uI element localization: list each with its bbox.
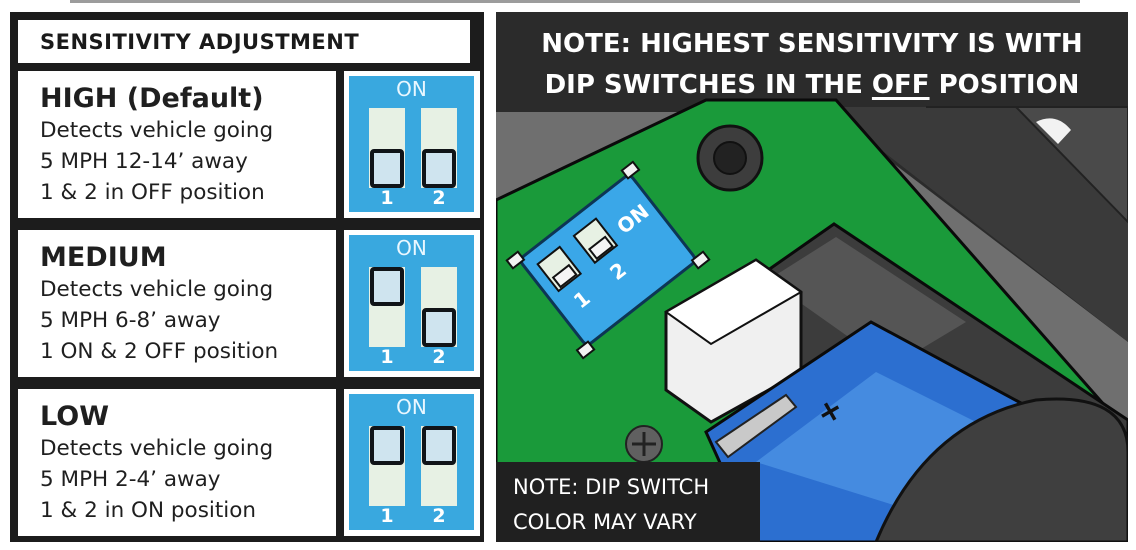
switch-1-knob	[370, 267, 404, 306]
on-label: ON	[396, 77, 427, 101]
switch-2-knob	[422, 149, 456, 188]
dip-knob-2	[587, 235, 614, 261]
level-line: Detects vehicle going	[40, 118, 274, 143]
level-name: HIGH (Default)	[40, 83, 264, 114]
sensitivity-note: NOTE: HIGHEST SENSITIVITY IS WITH DIP SW…	[496, 24, 1128, 106]
switch-2-number: 2	[432, 505, 446, 527]
note-emphasis-off: OFF	[871, 70, 930, 100]
switch-2-knob	[422, 308, 456, 347]
housing-upper-right	[826, 107, 1128, 342]
switch-2-number: 2	[432, 187, 446, 209]
level-low-description: LOW Detects vehicle going 5 MPH 2-4’ awa…	[18, 389, 336, 536]
connector-top	[664, 258, 803, 346]
dip-switch-body: ON 1 2	[349, 235, 474, 371]
note-line-2: DIP SWITCHES IN THE OFF POSITION	[496, 65, 1128, 106]
level-medium-description: MEDIUM Detects vehicle going 5 MPH 6-8’ …	[18, 230, 336, 377]
switch-2-slot	[421, 267, 457, 347]
sensitivity-panel: SENSITIVITY ADJUSTMENT HIGH (Default) De…	[10, 12, 484, 542]
level-line: 1 & 2 in ON position	[40, 498, 257, 523]
switch-1-number: 1	[380, 505, 394, 527]
mounting-hole-inner	[713, 141, 747, 175]
level-high-description: HIGH (Default) Detects vehicle going 5 M…	[18, 71, 336, 218]
dip-body	[519, 174, 697, 346]
switch-1-slot	[369, 426, 405, 506]
switch-1-number: 1	[380, 346, 394, 368]
dip-switch-diagram-high: ON 1 2	[344, 71, 480, 218]
color-note-line-1: NOTE: DIP SWITCH	[513, 475, 710, 499]
switch-1-knob	[370, 426, 404, 465]
dip-switch-diagram-low: ON 1 2	[344, 389, 480, 536]
dial-knob	[874, 397, 1128, 542]
switch-2-slot	[421, 426, 457, 506]
battery-clip	[714, 393, 798, 459]
color-note-line-2: COLOR MAY VARY	[513, 510, 697, 534]
dip-switch-body: ON 1 2	[349, 394, 474, 530]
dip-knob-1	[551, 263, 578, 289]
note-line-2-start: DIP SWITCHES IN THE	[544, 70, 872, 100]
note-line-1: NOTE: HIGHEST SENSITIVITY IS WITH	[541, 29, 1083, 59]
panel-title: SENSITIVITY ADJUSTMENT	[18, 20, 470, 63]
level-line: Detects vehicle going	[40, 277, 274, 302]
dip-pin	[505, 250, 526, 270]
dip-pin	[575, 340, 596, 360]
level-line: Detects vehicle going	[40, 436, 274, 461]
housing-rim	[926, 106, 1128, 224]
device-drawing: + ON 1 2	[496, 12, 1128, 542]
dip-pin	[620, 160, 641, 180]
switch-2-slot	[421, 108, 457, 188]
housing-highlight	[1036, 118, 1071, 144]
switch-1-knob	[370, 149, 404, 188]
note-line-2-end: POSITION	[929, 70, 1080, 100]
switch-1-slot	[369, 267, 405, 347]
level-line: 5 MPH 2-4’ away	[40, 467, 221, 492]
screw-slot	[632, 432, 656, 456]
dip-switch-body: ON 1 2	[349, 76, 474, 212]
level-name: LOW	[40, 401, 109, 432]
level-line: 1 & 2 in OFF position	[40, 180, 265, 205]
switch-2-number: 2	[432, 346, 446, 368]
battery-cavity-floor	[768, 237, 966, 367]
top-rule	[70, 0, 1080, 3]
board-dip-switch: ON 1 2	[505, 160, 711, 360]
color-note: NOTE: DIP SWITCH COLOR MAY VARY	[496, 462, 760, 542]
level-line: 5 MPH 12-14’ away	[40, 149, 248, 174]
level-line: 5 MPH 6-8’ away	[40, 308, 221, 333]
switch-2-knob	[422, 426, 456, 465]
on-label: ON	[396, 395, 427, 419]
device-illustration: + ON 1 2 NOTE: HIGHEST SENSITIVITY IS WI…	[496, 12, 1128, 542]
switch-1-number: 1	[380, 187, 394, 209]
dip-pin	[690, 250, 711, 270]
switch-1-slot	[369, 108, 405, 188]
level-name: MEDIUM	[40, 242, 167, 273]
level-line: 1 ON & 2 OFF position	[40, 339, 279, 364]
dip-switch-diagram-medium: ON 1 2	[344, 230, 480, 377]
on-label: ON	[396, 236, 427, 260]
